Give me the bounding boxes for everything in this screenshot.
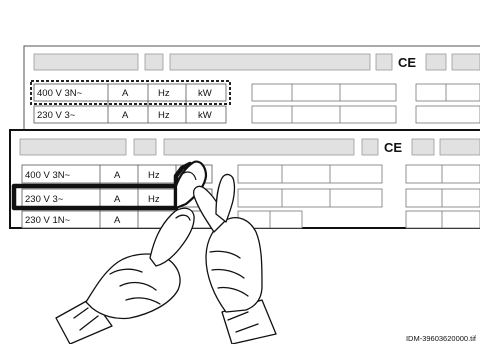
back-table: 400 V 3N~ A Hz kW 230 V 3~ A Hz kW (30, 80, 231, 124)
right-hand-illustration (192, 173, 277, 345)
back-ce-mark: CE (398, 55, 416, 70)
front-row1-freq: Hz (148, 170, 160, 181)
back-row1-freq: Hz (158, 88, 170, 99)
front-row2-current: A (114, 194, 121, 205)
front-row2-freq: Hz (148, 194, 160, 205)
flap-inner-edge (181, 171, 197, 181)
front-row3-voltage: 230 V 1N~ (25, 215, 71, 226)
back-row1-voltage: 400 V 3N~ (37, 88, 83, 99)
back-row2-freq: Hz (158, 110, 170, 121)
front-row1-voltage: 400 V 3N~ (25, 170, 71, 181)
back-row2-current: A (122, 110, 129, 121)
left-hand-illustration (55, 207, 195, 345)
front-row3-current: A (114, 215, 121, 226)
document-id-caption: IDM-39603620000.tif (406, 334, 477, 343)
back-row2-power: kW (198, 110, 212, 121)
front-rating-plate: CE 400 V 3N~ A Hz kW 230 V 3~ A Hz 230 V… (9, 129, 480, 229)
front-row1-current: A (114, 170, 121, 181)
back-row1-current: A (122, 88, 129, 99)
back-rating-plate: CE 400 V 3N~ A Hz kW 230 V 3~ A Hz kW (23, 45, 480, 131)
front-ce-mark: CE (384, 140, 402, 155)
front-row2-voltage: 230 V 3~ (25, 194, 64, 205)
back-row1-power: kW (198, 88, 212, 99)
back-row2-voltage: 230 V 3~ (37, 110, 76, 121)
